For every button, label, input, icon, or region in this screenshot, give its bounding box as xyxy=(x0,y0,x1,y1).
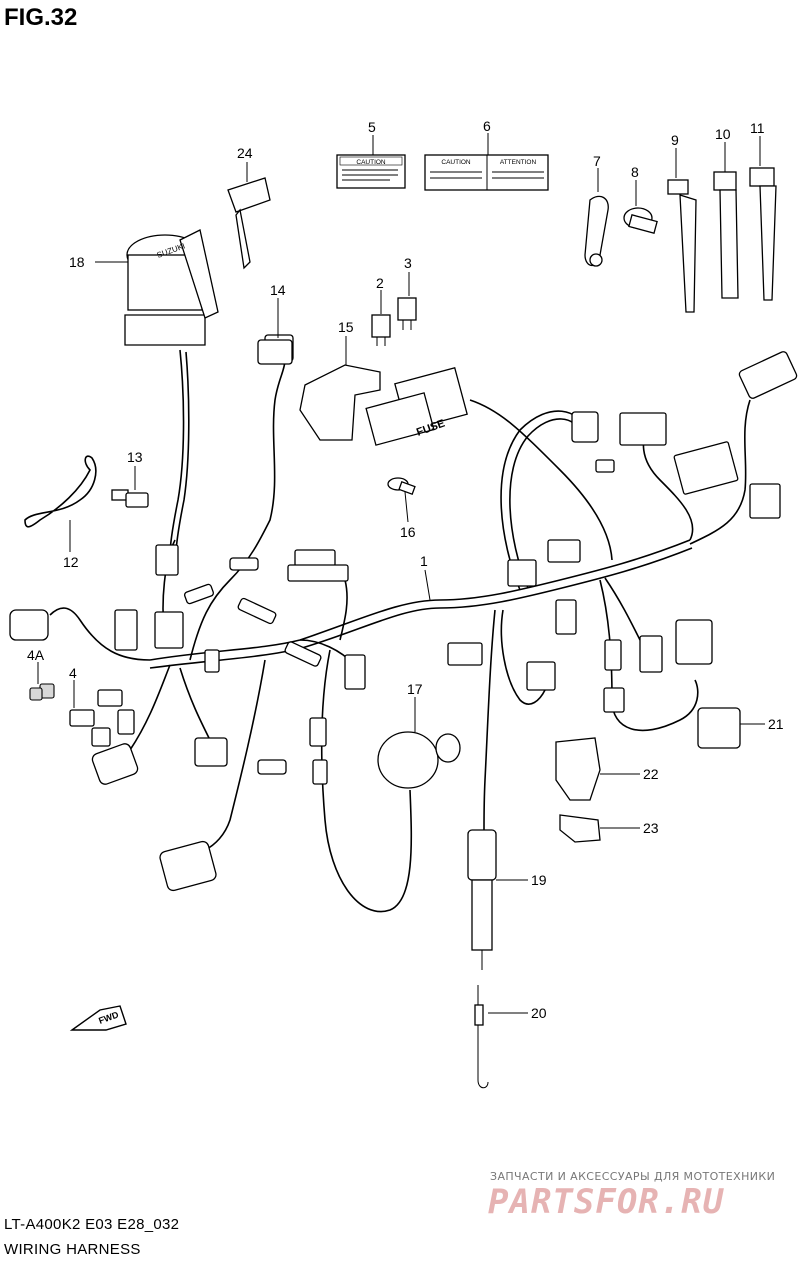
bracket-23 xyxy=(559,814,601,843)
clamp-12 xyxy=(24,455,97,528)
bolt-13 xyxy=(111,489,149,508)
callout-15: 15 xyxy=(338,319,354,335)
callout-10: 10 xyxy=(715,126,731,142)
caution-text-5: CAUTION xyxy=(356,159,386,166)
cable-tie-11 xyxy=(749,167,777,301)
callout-11: 11 xyxy=(750,120,765,136)
cable-tie-9 xyxy=(667,179,697,313)
fwd-arrow: FWD xyxy=(69,1005,127,1031)
cable-tie-10 xyxy=(713,171,739,299)
callout-12: 12 xyxy=(63,554,79,570)
clamp-7 xyxy=(584,195,609,267)
relay-21 xyxy=(697,707,741,749)
callout-7: 7 xyxy=(593,153,601,169)
holder-22 xyxy=(555,737,601,801)
callout-23: 23 xyxy=(643,820,659,836)
callout-18: 18 xyxy=(69,254,85,270)
callout-4: 4 xyxy=(69,665,77,681)
callout-6: 6 xyxy=(483,118,491,134)
callout-1: 1 xyxy=(420,553,428,569)
watermark-tagline: ЗАПЧАСТИ И АКСЕССУАРЫ ДЛЯ МОТОТЕХНИКИ xyxy=(490,1170,776,1183)
fuse-2 xyxy=(371,314,391,346)
callout-5: 5 xyxy=(368,119,376,135)
watermark-logo: PARTSFOR.RU xyxy=(488,1182,725,1222)
section-name: WIRING HARNESS xyxy=(4,1241,141,1258)
callout-21: 21 xyxy=(768,716,784,732)
callout-14: 14 xyxy=(270,282,286,298)
callout-3: 3 xyxy=(404,255,412,271)
callout-8: 8 xyxy=(631,164,639,180)
callout-numbers: 1 2 3 4 4A 5 6 7 8 9 10 11 12 13 14 15 1… xyxy=(27,118,784,1021)
caution-label-6: CAUTION ATTENTION xyxy=(424,154,549,191)
callout-16: 16 xyxy=(400,524,416,540)
callout-13: 13 xyxy=(127,449,143,465)
ignition-switch-18: SUZUKI xyxy=(124,229,219,346)
model-code: LT-A400K2 E03 E28_032 xyxy=(4,1216,180,1233)
callout-9: 9 xyxy=(671,132,679,148)
caution-label-5: CAUTION xyxy=(336,154,406,189)
fuse-3 xyxy=(397,297,417,330)
callout-24: 24 xyxy=(237,145,253,161)
caution-text-6: CAUTION xyxy=(441,159,471,166)
callout-20: 20 xyxy=(531,1005,547,1021)
clip-8 xyxy=(623,207,658,234)
attention-text-6: ATTENTION xyxy=(500,159,537,166)
callout-22: 22 xyxy=(643,766,659,782)
callout-19: 19 xyxy=(531,872,547,888)
pin-20 xyxy=(474,985,489,1089)
plug-cap-19 xyxy=(467,829,497,970)
callout-17: 17 xyxy=(407,681,423,697)
callout-4a: 4A xyxy=(27,647,45,663)
screw-16 xyxy=(387,477,416,495)
fuse-box-15: FUSE xyxy=(299,364,468,446)
callout-2: 2 xyxy=(376,275,384,291)
figure-title: FIG.32 xyxy=(4,4,78,31)
sensor-17 xyxy=(377,731,461,789)
ignition-key-24 xyxy=(227,177,271,270)
connector-14 xyxy=(257,339,293,365)
leader-lines xyxy=(37,133,765,1014)
